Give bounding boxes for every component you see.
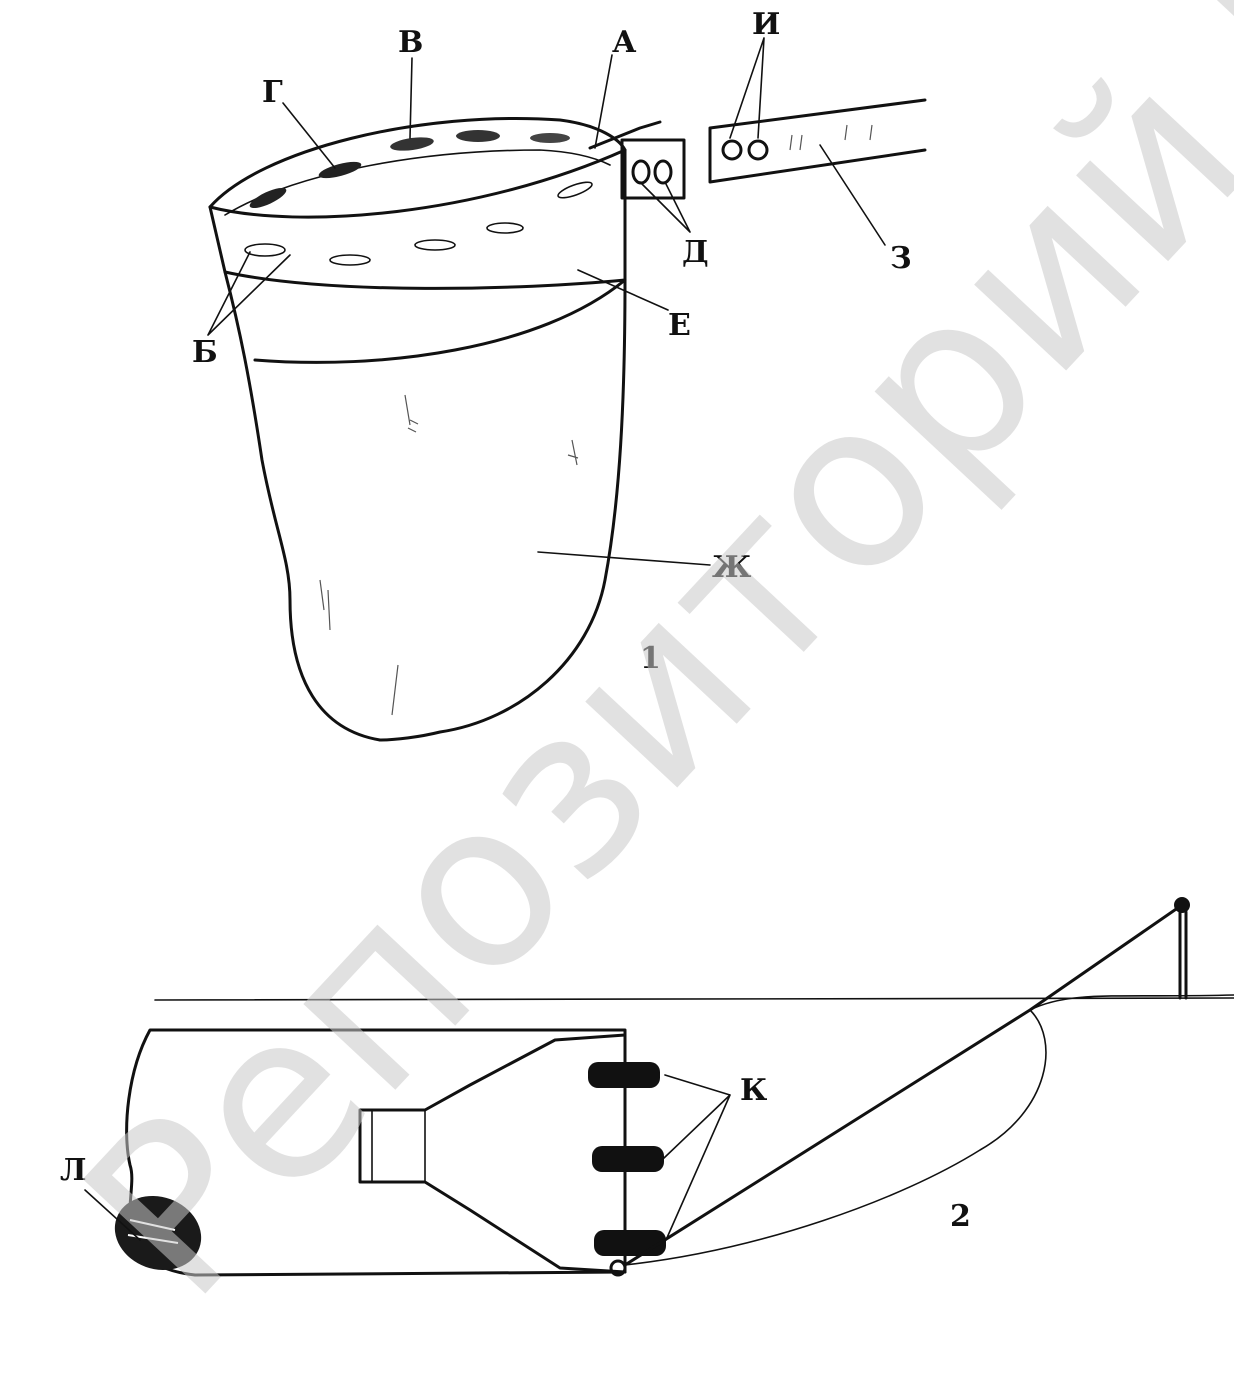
trap-floats xyxy=(588,1062,666,1256)
float xyxy=(592,1146,664,1172)
leader-i xyxy=(729,37,765,139)
bag-band-top-edge xyxy=(208,148,627,219)
band-slot xyxy=(244,243,286,257)
band-slot xyxy=(557,181,593,199)
bag-band-bottom-edge xyxy=(223,270,627,290)
handle-hole xyxy=(747,139,769,161)
stone-weight xyxy=(114,1195,202,1271)
float xyxy=(588,1062,660,1088)
leader-v xyxy=(409,57,413,139)
bag-rim-back xyxy=(208,116,627,209)
band-slot xyxy=(414,239,456,251)
handle-outline xyxy=(708,98,927,184)
label-e: Е xyxy=(668,308,691,343)
fabric-hatching xyxy=(319,394,579,716)
label-g: Г xyxy=(262,75,283,110)
rim-rings xyxy=(249,130,570,209)
leader-a xyxy=(594,54,613,149)
handle-hole xyxy=(721,139,743,161)
bottle-neck-lines xyxy=(371,1109,426,1183)
trap-funnel-bottle xyxy=(358,1033,627,1274)
figure-1-net-bag: А В Г И Д З Е Б Ж 1 xyxy=(192,7,927,742)
leader-l xyxy=(84,1189,141,1241)
leader-k xyxy=(663,1074,731,1241)
bag-right-side xyxy=(378,148,627,742)
stake-top-ring xyxy=(1174,897,1190,913)
bag-rim-inner xyxy=(224,149,611,216)
figure-2-number: 2 xyxy=(950,1199,971,1234)
leader-d xyxy=(639,181,691,233)
label-a: А xyxy=(612,25,637,60)
band-slots xyxy=(244,181,593,266)
water-surface xyxy=(154,997,1234,1001)
label-zh: Ж xyxy=(712,550,752,585)
figure-2-trap: К Л 2 xyxy=(60,897,1234,1277)
leader-g xyxy=(282,102,336,169)
band-slot xyxy=(486,222,524,234)
stake xyxy=(1178,910,1188,1000)
leader-e xyxy=(577,269,669,311)
plate-hole xyxy=(631,159,651,185)
rim-ring xyxy=(390,137,434,151)
label-d: Д xyxy=(682,235,709,270)
leader-zh xyxy=(537,551,711,566)
leader-z xyxy=(819,144,886,246)
figure-1-number: 1 xyxy=(640,641,661,676)
plate-outline xyxy=(620,138,686,200)
rim-ring xyxy=(249,187,287,209)
rope-ring xyxy=(609,1259,627,1277)
handle-texture xyxy=(789,124,873,151)
label-i: И xyxy=(752,7,780,42)
frame-plate xyxy=(620,138,686,200)
frame-wire-end xyxy=(588,120,662,150)
rim-ring xyxy=(530,133,570,143)
label-l: Л xyxy=(60,1153,87,1188)
plate-hole xyxy=(653,159,673,185)
bank-outline xyxy=(624,994,1234,1266)
bag-left-side xyxy=(208,205,382,742)
rim-ring xyxy=(318,161,362,179)
band-slot xyxy=(329,254,371,266)
label-v: В xyxy=(398,25,423,60)
handle xyxy=(708,98,927,184)
float xyxy=(594,1230,666,1256)
label-b: Б xyxy=(192,335,218,370)
leader-lines-fig1 xyxy=(207,37,886,566)
label-z: З xyxy=(890,241,912,276)
label-k: К xyxy=(740,1073,767,1108)
rope-line xyxy=(623,903,1184,1267)
bag-seam-line xyxy=(253,278,627,364)
rim-ring xyxy=(456,130,500,142)
leader-b xyxy=(207,251,291,336)
